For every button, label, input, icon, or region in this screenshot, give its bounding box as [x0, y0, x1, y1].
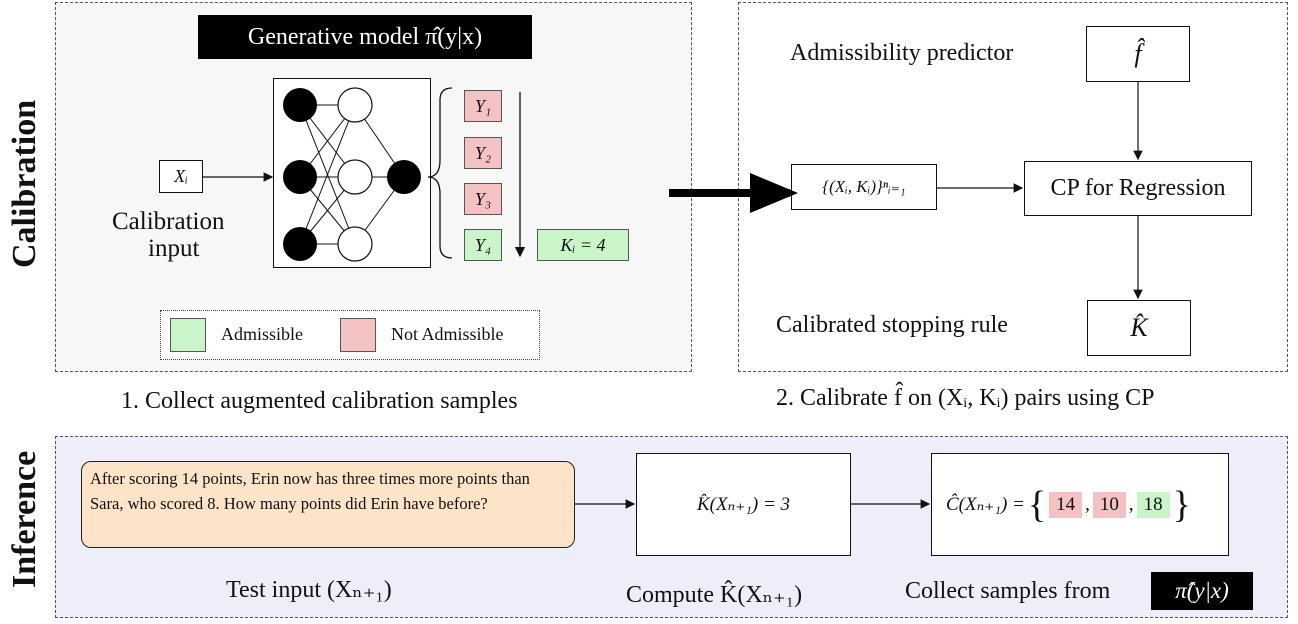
set-item-18: 18 [1136, 491, 1170, 518]
samples-brace [427, 87, 453, 259]
set-item-14: 14 [1049, 491, 1083, 518]
step1-caption: 1. Collect augmented calibration samples [121, 388, 518, 414]
set-comma: , [1128, 493, 1134, 515]
sample-y2: Y₂ [464, 137, 502, 169]
calibration-input-caption-line2: input [148, 235, 200, 262]
k-hat-expression-box: K̂(Xₙ₊₁) = 3 [636, 453, 851, 556]
collected-set-box: Ĉ(Xₙ₊₁) = { 14 , 10 , 18 } [931, 453, 1229, 556]
collect-model-label: π̂(y|x) [1151, 572, 1253, 610]
legend-admissible-label: Admissible [221, 324, 304, 344]
pairs-box: {(Xᵢ, Kᵢ)}ⁿᵢ₌₁ [791, 164, 937, 210]
sample-y4: Y₄ [464, 229, 502, 261]
set-open-brace: { [1027, 483, 1047, 526]
set-close-brace: } [1172, 483, 1191, 526]
calibration-input-box: Xᵢ [159, 160, 203, 193]
generative-model-label: Generative model π̂(y|x) [198, 15, 532, 59]
legend-not-admissible-label: Not Admissible [391, 324, 504, 344]
compute-k-caption: Compute K̂(Xₙ₊₁) [626, 582, 803, 608]
f-hat-box: f̂ [1086, 26, 1190, 82]
cp-regression-box: CP for Regression [1024, 161, 1252, 216]
neural-network-nodes [283, 87, 421, 262]
step2-panel [738, 2, 1288, 372]
input-node [283, 88, 317, 122]
step2-caption: 2. Calibrate f̂ on (Xᵢ, Kᵢ) pairs using … [776, 385, 1155, 411]
input-node [283, 160, 317, 194]
calibration-input-caption-line1: Calibration [112, 208, 225, 235]
sample-y1: Y₁ [464, 90, 502, 122]
k-hat-box: K̂ [1087, 300, 1191, 356]
output-node [387, 160, 421, 194]
hidden-node [337, 87, 373, 123]
collect-samples-caption: Collect samples from [905, 578, 1111, 604]
k-i-label: Kᵢ = 4 [537, 229, 629, 261]
hidden-node [337, 159, 373, 195]
test-question-box: After scoring 14 points, Erin now has th… [81, 461, 575, 548]
hidden-node [337, 226, 373, 262]
test-input-caption: Test input (Xₙ₊₁) [226, 577, 392, 603]
set-item-10: 10 [1092, 491, 1126, 518]
stopping-rule-label: Calibrated stopping rule [776, 312, 1008, 338]
legend-not-admissible-swatch [340, 318, 376, 352]
sample-y3: Y₃ [464, 183, 502, 215]
admissibility-predictor-label: Admissibility predictor [790, 40, 1014, 66]
set-comma: , [1085, 493, 1090, 515]
input-node [283, 227, 317, 261]
collected-set-prefix: Ĉ(Xₙ₊₁) = [946, 494, 1025, 515]
legend-admissible-swatch [170, 318, 206, 352]
